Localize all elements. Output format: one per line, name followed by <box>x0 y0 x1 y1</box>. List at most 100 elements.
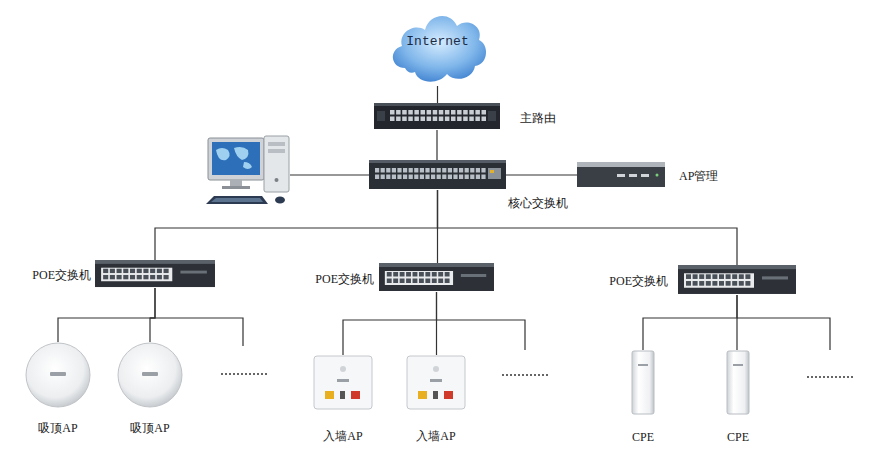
device-label: AP管理 <box>679 169 718 183</box>
wall-ap-device-picture <box>406 355 466 410</box>
ellipsis-dot <box>823 376 825 378</box>
network-cable <box>436 292 437 355</box>
label-holder: POE交换机 <box>609 271 668 289</box>
ceiling-ap-device: 吸顶AP <box>25 342 91 408</box>
ellipsis-dot <box>241 373 243 375</box>
ellipsis-dot <box>249 373 251 375</box>
ceiling-ap-device: 吸顶AP <box>117 342 183 408</box>
ceiling-ap-device-picture <box>117 342 183 408</box>
ellipsis-dot <box>261 373 263 375</box>
ellipsis-dot <box>233 373 235 375</box>
ap-manager-device-picture <box>577 162 665 188</box>
wall-ap-device-picture <box>313 355 373 410</box>
network-cable <box>58 288 155 342</box>
network-cable <box>506 174 577 175</box>
cpe-device-picture <box>631 350 655 415</box>
ap-manager-device: AP管理 <box>577 162 665 188</box>
poe-switch-device: POE交换机 <box>678 265 796 295</box>
ellipsis-dot <box>847 376 849 378</box>
ellipsis-dot <box>257 373 259 375</box>
ellipsis-dot <box>237 373 239 375</box>
network-cable <box>736 295 737 350</box>
cpe-device-picture <box>726 350 750 415</box>
device-label: CPE <box>632 430 654 444</box>
label-holder: CPE <box>632 427 654 445</box>
device-label: POE交换机 <box>315 272 374 286</box>
label-holder: 入墙AP <box>416 426 455 444</box>
ellipsis-dot <box>229 373 231 375</box>
bus-extension-lines <box>150 318 830 350</box>
ceiling-ap-device-picture <box>25 342 91 408</box>
poe-switch-device: POE交换机 <box>95 260 215 288</box>
label-holder: Internet <box>385 2 490 82</box>
label-holder: 主路由 <box>520 108 556 126</box>
ellipsis-dot <box>546 374 548 376</box>
poe-switch-device-picture <box>678 265 796 295</box>
label-holder: AP管理 <box>679 166 718 184</box>
network-cable <box>343 292 437 355</box>
device-label: 入墙AP <box>416 429 455 443</box>
ellipsis-dot <box>542 374 544 376</box>
core-switch-device-picture <box>369 160 506 190</box>
ellipsis-dot <box>851 376 853 378</box>
ellipsis-dot <box>253 373 255 375</box>
ellipsis-dot <box>827 376 829 378</box>
router-device-picture <box>374 103 500 130</box>
ellipsis-dot <box>530 374 532 376</box>
label-holder: 核心交换机 <box>508 193 568 211</box>
ellipsis-dot <box>502 374 504 376</box>
poe-switch-device-picture <box>95 260 215 288</box>
label-holder: 吸顶AP <box>38 418 77 436</box>
ellipsis-dot <box>514 374 516 376</box>
label-holder: CPE <box>727 427 749 445</box>
network-cable <box>436 130 437 160</box>
ellipsis-dot <box>835 376 837 378</box>
ellipsis-dot <box>807 376 809 378</box>
ellipsis-dot <box>510 374 512 376</box>
poe-switch-device-picture <box>379 263 494 292</box>
core-switch-device: 核心交换机 <box>369 160 506 190</box>
device-label: 主路由 <box>520 111 556 125</box>
ellipsis-dot <box>819 376 821 378</box>
device-label: POE交换机 <box>32 268 91 282</box>
device-label: 吸顶AP <box>130 421 169 435</box>
ellipsis-dot <box>518 374 520 376</box>
device-label: Internet <box>406 35 468 49</box>
ellipsis-dot <box>506 374 508 376</box>
router-device: 主路由 <box>374 103 500 130</box>
internet-cloud: Internet <box>385 6 490 86</box>
ellipsis-dot <box>221 373 223 375</box>
network-cable <box>438 190 738 265</box>
wall-ap-device: 入墙AP <box>406 355 466 410</box>
ellipsis-dot <box>522 374 524 376</box>
label-holder: POE交换机 <box>315 269 374 287</box>
poe-switch-device: POE交换机 <box>379 263 494 292</box>
ellipsis-dot <box>831 376 833 378</box>
device-label: POE交换机 <box>609 274 668 288</box>
network-cable <box>643 295 737 350</box>
label-holder: 吸顶AP <box>130 418 169 436</box>
cpe-device: CPE <box>631 350 655 415</box>
ellipsis-dot <box>843 376 845 378</box>
ellipsis-dot <box>526 374 528 376</box>
network-cable <box>437 86 438 103</box>
cpe-device: CPE <box>726 350 750 415</box>
label-holder: 入墙AP <box>323 426 362 444</box>
device-label: CPE <box>727 430 749 444</box>
network-cable <box>155 190 438 260</box>
label-holder: POE交换机 <box>32 265 91 283</box>
ellipsis-dot <box>225 373 227 375</box>
ellipsis-dot <box>265 373 267 375</box>
wall-ap-device: 入墙AP <box>313 355 373 410</box>
computer-illustration <box>206 136 369 204</box>
ellipsis-dot <box>839 376 841 378</box>
ellipsis-dot <box>538 374 540 376</box>
ellipsis-dot <box>811 376 813 378</box>
network-cable <box>150 288 155 342</box>
ellipsis-dot <box>245 373 247 375</box>
ellipsis-dot <box>534 374 536 376</box>
ellipsis-dot <box>815 376 817 378</box>
device-label: 核心交换机 <box>508 196 568 210</box>
device-label: 吸顶AP <box>38 421 77 435</box>
